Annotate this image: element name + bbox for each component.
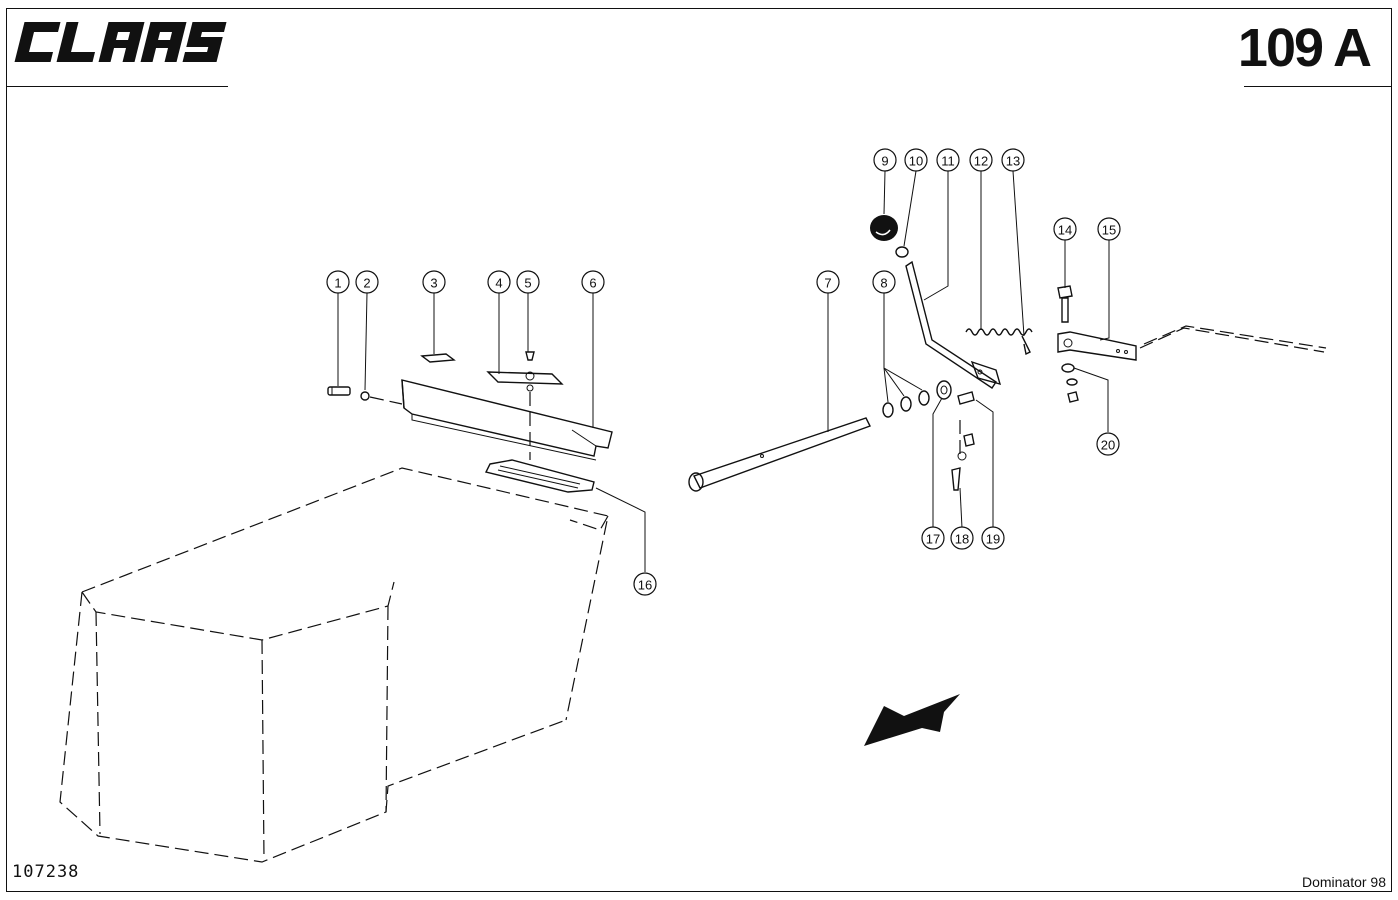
callouts: 1 2 3 4 5 6 7 8 9 10 11 12 13 14 15 16 1… — [326, 148, 1121, 596]
callout-label: 11 — [941, 154, 955, 169]
callout-7: 7 — [816, 270, 840, 294]
callout-label: 2 — [363, 276, 370, 291]
claas-logo — [14, 22, 227, 62]
callout-8: 8 — [872, 270, 896, 294]
callout-label: 1 — [334, 276, 341, 291]
bottom-plate-part-16 — [484, 459, 595, 493]
callout-1: 1 — [326, 270, 350, 294]
callout-4: 4 — [487, 270, 511, 294]
callout-label: 3 — [430, 276, 437, 291]
drawing-number: 107238 — [12, 862, 80, 882]
page-number: 109 A — [1237, 18, 1372, 78]
washers-part-8 — [882, 390, 930, 418]
callout-label: 6 — [589, 276, 596, 291]
callout-9: 9 — [873, 148, 897, 172]
callout-12: 12 — [969, 148, 993, 172]
spring-part-12 — [965, 328, 1033, 336]
callout-label: 4 — [495, 276, 502, 291]
callout-label: 17 — [926, 532, 940, 547]
grain-tank-outline — [59, 467, 609, 863]
bolt-part-14 — [1057, 285, 1073, 323]
callout-2: 2 — [355, 270, 379, 294]
callout-14: 14 — [1053, 217, 1077, 241]
leader-lines — [337, 170, 1110, 572]
direction-arrow — [864, 694, 960, 746]
callout-label: 7 — [824, 276, 831, 291]
lever-part-11 — [905, 260, 1002, 389]
callout-label: 9 — [881, 154, 888, 169]
callout-label: 8 — [880, 276, 887, 291]
callout-label: 19 — [986, 532, 1000, 547]
callout-6: 6 — [581, 270, 605, 294]
set-screw-part-19 — [957, 391, 975, 405]
callout-17: 17 — [921, 526, 945, 550]
assembly-line-2 — [369, 396, 403, 405]
callout-16: 16 — [633, 572, 657, 596]
shaft-part-7 — [688, 417, 871, 492]
callout-label: 5 — [524, 276, 531, 291]
bolt-part-18 — [951, 420, 975, 491]
nut-washer-part-20 — [1061, 363, 1079, 403]
header-rule-left — [6, 86, 228, 87]
split-pin-part-13 — [1021, 335, 1031, 356]
bolt-part-1 — [327, 386, 351, 396]
callout-19: 19 — [981, 526, 1005, 550]
callout-label: 13 — [1006, 154, 1020, 169]
callout-label: 14 — [1058, 223, 1072, 238]
callout-3: 3 — [422, 270, 446, 294]
callout-5: 5 — [516, 270, 540, 294]
plate-part-3 — [420, 353, 456, 363]
channel-bracket-part-6 — [401, 379, 613, 461]
callout-label: 10 — [909, 154, 923, 169]
callout-label: 12 — [974, 154, 988, 169]
plate-part-4 — [486, 371, 564, 385]
model-label: Dominator 98 — [1301, 874, 1386, 890]
bushing-part-17 — [936, 380, 952, 400]
nut-part-10 — [895, 246, 909, 258]
callout-15: 15 — [1097, 217, 1121, 241]
screw-part-5 — [525, 351, 535, 460]
callout-10: 10 — [904, 148, 928, 172]
callout-20: 20 — [1096, 432, 1120, 456]
callout-label: 20 — [1101, 438, 1115, 453]
callout-18: 18 — [950, 526, 974, 550]
callout-label: 16 — [638, 578, 652, 593]
callout-11: 11 — [936, 148, 960, 172]
bracket-arm-part-15 — [1057, 325, 1327, 361]
callout-13: 13 — [1001, 148, 1025, 172]
knob-part-9 — [870, 215, 898, 241]
header-rule-right — [1244, 86, 1392, 87]
washer-part-2 — [360, 391, 370, 401]
callout-label: 15 — [1102, 223, 1116, 238]
drawing-frame — [6, 8, 1392, 892]
callout-label: 18 — [955, 532, 969, 547]
